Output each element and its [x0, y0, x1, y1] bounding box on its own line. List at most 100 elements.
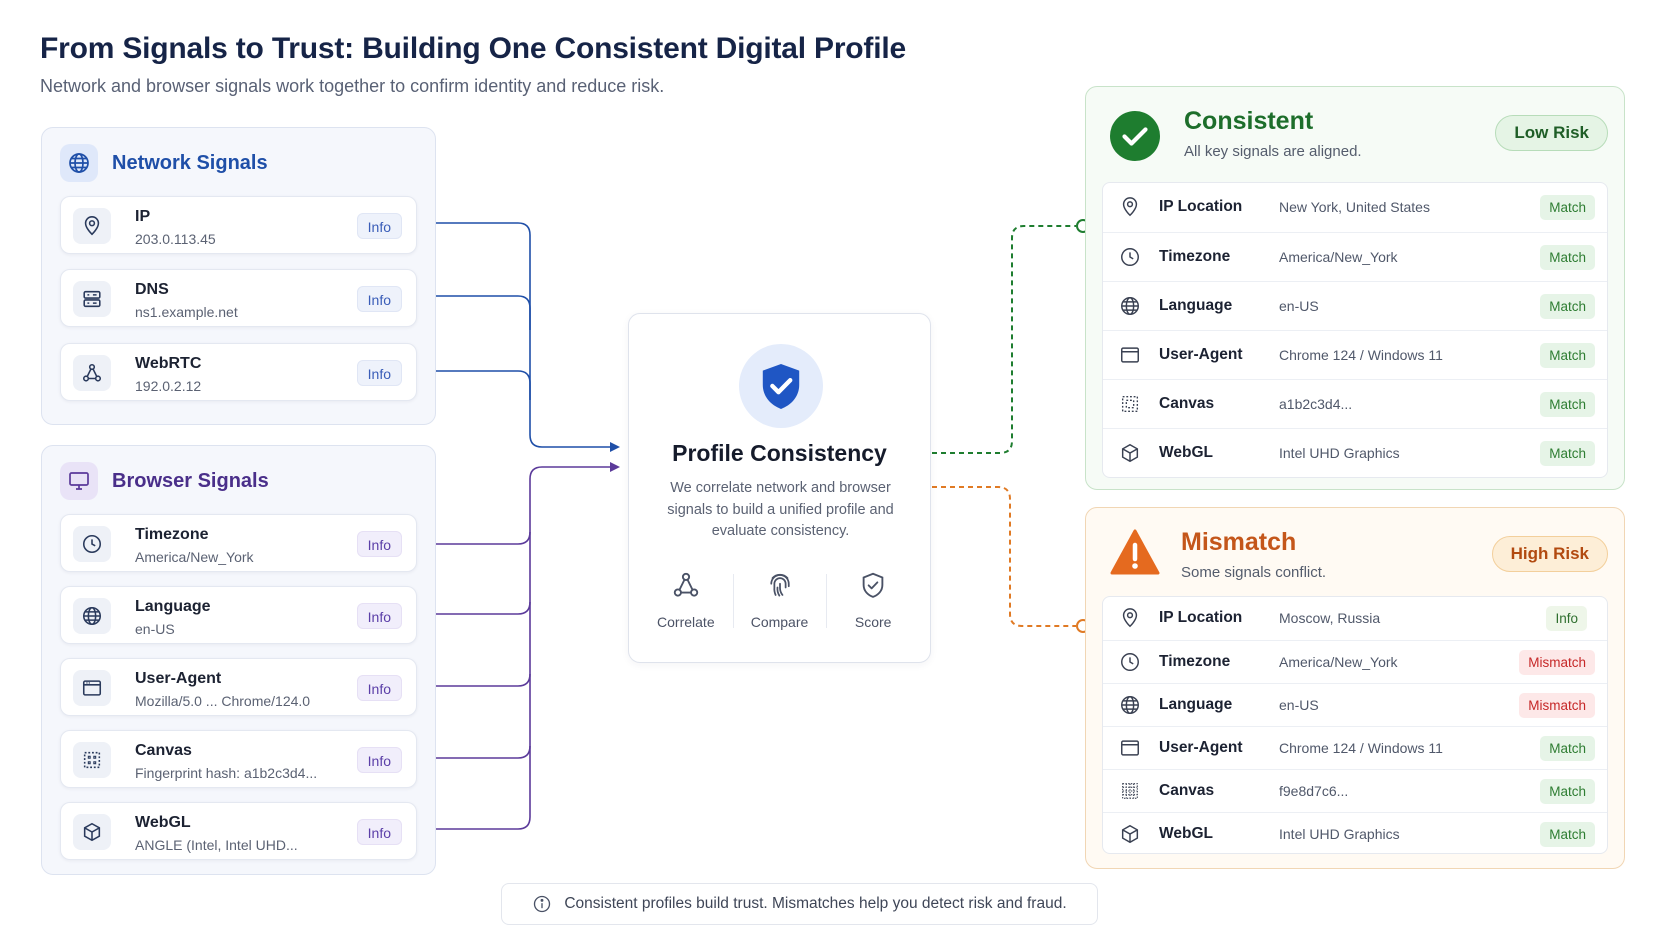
browser-signals-title: Browser Signals: [112, 469, 269, 492]
warning-triangle-icon: [1110, 528, 1160, 578]
clock-icon: [1117, 244, 1143, 270]
browser-window-icon: [1117, 735, 1143, 761]
location-pin-icon: [1117, 605, 1143, 631]
signal-card-ip: IP 203.0.113.45 Info: [60, 196, 417, 254]
signal-name: Canvas: [135, 742, 192, 759]
location-pin-icon: [73, 208, 111, 244]
high-risk-badge: High Risk: [1491, 536, 1608, 572]
consistent-panel: Consistent All key signals are aligned. …: [1085, 86, 1625, 490]
network-nodes-icon: [73, 355, 111, 391]
network-connectors: [418, 222, 620, 452]
step-label: Compare: [750, 614, 809, 630]
globe-icon: [1117, 293, 1143, 319]
row-value: a1b2c3d4...: [1279, 396, 1353, 412]
row-name: WebGL: [1159, 825, 1213, 842]
signal-card-user-agent: User-Agent Mozilla/5.0 ... Chrome/124.0 …: [60, 658, 417, 716]
info-button[interactable]: Info: [356, 819, 402, 845]
clock-icon: [1117, 649, 1143, 675]
check-circle-icon: [1110, 111, 1160, 161]
row-value: Moscow, Russia: [1279, 610, 1381, 626]
canvas-icon: [1117, 778, 1143, 804]
row-value: Intel UHD Graphics: [1279, 826, 1400, 842]
row-name: Language: [1159, 297, 1233, 314]
status-badge: Mismatch: [1519, 650, 1595, 675]
clock-icon: [73, 526, 111, 562]
status-badge: Info: [1546, 606, 1587, 631]
info-button[interactable]: Info: [356, 531, 402, 557]
table-row: Timezone America/New_York Match: [1103, 232, 1607, 281]
canvas-icon: [1117, 391, 1143, 417]
consistent-title: Consistent: [1184, 107, 1314, 135]
signal-card-webgl: WebGL ANGLE (Intel, Intel UHD... Info: [60, 802, 417, 860]
table-row: Timezone America/New_York Mismatch: [1103, 640, 1607, 683]
status-badge: Match: [1540, 294, 1595, 319]
center-title: Profile Consistency: [672, 440, 887, 466]
step-correlate: Correlate: [639, 568, 733, 638]
signal-name: IP: [135, 208, 151, 225]
info-button[interactable]: Info: [356, 360, 402, 386]
row-name: Canvas: [1159, 782, 1215, 799]
info-circle-icon: [532, 894, 552, 914]
step-label: Score: [854, 614, 892, 630]
mismatch-signal-table: IP Location Moscow, Russia Info Timezone…: [1102, 596, 1608, 854]
globe-icon: [1117, 692, 1143, 718]
row-name: IP Location: [1159, 198, 1243, 215]
mismatch-panel: Mismatch Some signals conflict. High Ris…: [1085, 507, 1625, 869]
network-signals-header: Network Signals: [60, 144, 268, 182]
browser-window-icon: [1117, 342, 1143, 368]
cube-icon: [1117, 440, 1143, 466]
table-row: WebGL Intel UHD Graphics Match: [1103, 812, 1607, 855]
signal-name: Timezone: [135, 526, 209, 543]
browser-signals-header: Browser Signals: [60, 462, 269, 500]
browser-signals-panel: Browser Signals Timezone America/New_Yor…: [41, 445, 436, 875]
table-row: WebGL Intel UHD Graphics Match: [1103, 428, 1607, 477]
row-name: WebGL: [1159, 444, 1213, 461]
signal-card-webrtc: WebRTC 192.0.2.12 Info: [60, 343, 417, 401]
browser-connectors: [418, 462, 620, 830]
network-signals-panel: Network Signals IP 203.0.113.45 Info DNS…: [41, 127, 436, 425]
signal-name: WebGL: [135, 814, 191, 831]
row-value: en-US: [1279, 697, 1319, 713]
status-badge: Match: [1540, 441, 1595, 466]
signal-card-canvas: Canvas Fingerprint hash: a1b2c3d4... Inf…: [60, 730, 417, 788]
server-icon: [73, 281, 111, 317]
signal-value: ns1.example.net: [135, 304, 238, 320]
signal-value: en-US: [135, 621, 175, 637]
browser-window-icon: [73, 670, 111, 706]
signal-value: 203.0.113.45: [135, 231, 216, 247]
signal-card-dns: DNS ns1.example.net Info: [60, 269, 417, 327]
row-value: Chrome 124 / Windows 11: [1279, 740, 1443, 756]
mismatch-subtitle: Some signals conflict.: [1181, 564, 1327, 581]
row-name: Canvas: [1159, 395, 1215, 412]
step-score: Score: [826, 568, 920, 638]
info-button[interactable]: Info: [356, 747, 402, 773]
info-button[interactable]: Info: [356, 675, 402, 701]
shield-check-icon: [858, 568, 888, 602]
mismatch-connector: [932, 486, 1076, 627]
table-row: IP Location New York, United States Matc…: [1103, 183, 1607, 232]
status-badge: Match: [1540, 779, 1595, 804]
network-connector-ip: [418, 222, 620, 452]
step-label: Correlate: [657, 614, 715, 630]
info-button[interactable]: Info: [356, 213, 402, 239]
table-row: User-Agent Chrome 124 / Windows 11 Match: [1103, 726, 1607, 769]
low-risk-badge: Low Risk: [1495, 115, 1608, 151]
info-button[interactable]: Info: [356, 286, 402, 312]
browser-connector-main: [418, 462, 620, 830]
table-row: Canvas f9e8d7c6... Match: [1103, 769, 1607, 812]
status-badge: Mismatch: [1519, 693, 1595, 718]
center-description: We correlate network and browser signals…: [667, 480, 894, 539]
status-badge: Match: [1540, 343, 1595, 368]
row-value: en-US: [1279, 298, 1319, 314]
page-title: From Signals to Trust: Building One Cons…: [40, 32, 906, 65]
signal-value: 192.0.2.12: [135, 378, 202, 394]
row-name: User-Agent: [1159, 346, 1243, 363]
info-button[interactable]: Info: [356, 603, 402, 629]
step-compare: Compare: [732, 568, 827, 638]
network-signals-title: Network Signals: [112, 151, 268, 174]
status-badge: Match: [1540, 195, 1595, 220]
canvas-icon: [73, 742, 111, 778]
globe-icon: [60, 144, 98, 182]
table-row: Language en-US Mismatch: [1103, 683, 1607, 726]
consistent-connector: [932, 225, 1076, 454]
